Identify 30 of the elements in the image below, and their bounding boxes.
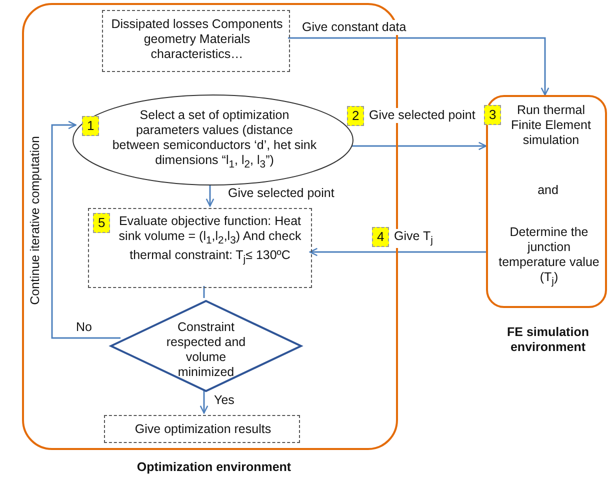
edge-label: Give T$_{j}$ (392, 229, 435, 248)
result-box (104, 415, 300, 443)
step-number-badge: 1 (82, 116, 100, 136)
arrow (200, 390, 208, 414)
box-text: Dissipated losses Components geometry Materials characteristics… (110, 17, 284, 62)
input-data-box (102, 10, 290, 72)
edge-label: Give selected point (226, 186, 336, 201)
arrow (51, 120, 121, 339)
step-number-badge: 5 (93, 213, 110, 233)
box-text: Determine the junction temperature value (T$_{j}$) (498, 225, 600, 289)
step-number-badge: 4 (372, 227, 390, 247)
step-number-badge: 3 (484, 105, 502, 125)
box-text: Evaluate objective function: Heat sink volume = (l$_{1}$,l$_{2}$,l$_{3}$) And check thermal constraint: T$_{j}$≤ 130ºC (118, 214, 302, 267)
arrow (206, 184, 214, 207)
box-text: Run thermal Finite Element simulation (510, 103, 592, 148)
box-text: and (536, 183, 560, 198)
arrow (309, 248, 486, 256)
environment-title: FE simulation environment (506, 325, 590, 355)
process-ellipse (72, 94, 354, 186)
environment-title: Optimization environment (136, 460, 292, 475)
edge-label: Give constant data (300, 20, 408, 35)
decision-diamond (110, 300, 302, 392)
box-text: Give optimization results (134, 422, 272, 437)
step-number-badge: 2 (347, 106, 364, 126)
ellipse-text: Select a set of optimization parameters values (distance between semiconductors ‘d’, het sink dimensions “l$_{1}$, l$_{2}$, l$_{3}$”) (112, 108, 317, 172)
diamond-text: Constraint respected and volume minimized (165, 320, 247, 380)
process-box (88, 208, 312, 288)
edge-label: Give selected point (367, 108, 478, 123)
side-label: Continue iterative computation (27, 134, 42, 306)
arrow (288, 37, 550, 96)
